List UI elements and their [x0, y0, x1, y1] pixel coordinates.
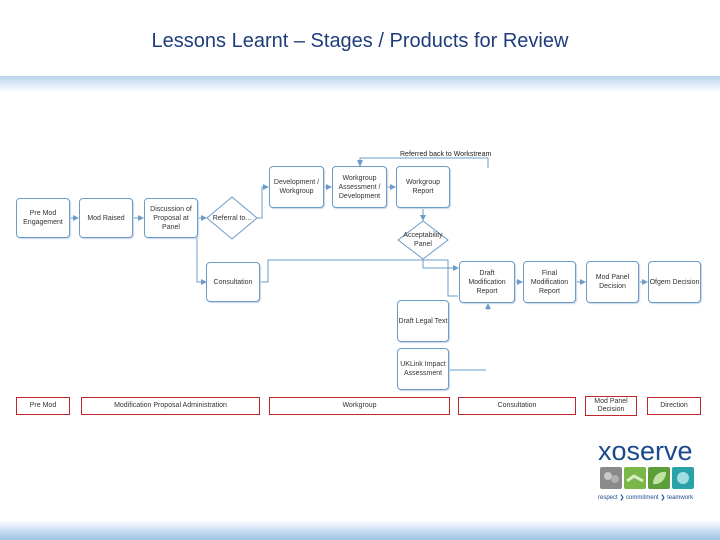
logo-tiles — [600, 467, 694, 489]
decision-referral-label: Referral to... — [212, 214, 252, 222]
svg-text:xoserve: xoserve — [598, 436, 693, 466]
tile-globe-icon — [672, 467, 694, 489]
node-ofgem-decision: Ofgem Decision — [648, 261, 701, 303]
logo-tagline: respect ❯ commitment ❯ teamwork — [598, 495, 694, 501]
tile-people-icon — [600, 467, 622, 489]
node-final-modification-report: Final Modification Report — [523, 261, 576, 303]
lane-workgroup: Workgroup — [269, 397, 450, 415]
footer-gradient-bar — [0, 520, 720, 540]
node-uklink-impact-assessment: UKLink Impact Assessment — [397, 348, 449, 390]
node-mod-raised: Mod Raised — [79, 198, 133, 238]
node-discussion-at-panel: Discussion of Proposal at Panel — [144, 198, 198, 238]
node-pre-mod-engagement: Pre Mod Engagement — [16, 198, 70, 238]
xoserve-wordmark: xoserve — [598, 436, 693, 466]
node-draft-modification-report: Draft Modification Report — [459, 261, 515, 303]
lane-mod-proposal-admin: Modification Proposal Administration — [81, 397, 260, 415]
connector — [196, 238, 207, 285]
lane-pre-mod: Pre Mod — [16, 397, 70, 415]
node-workgroup-assessment: Workgroup Assessment / Development — [332, 166, 387, 208]
connector — [260, 259, 458, 297]
xoserve-logo: xoserve — [598, 436, 704, 471]
page-title: Lessons Learnt – Stages / Products for R… — [151, 30, 569, 52]
lane-mod-panel-decision: Mod Panel Decision — [585, 396, 637, 416]
header-gradient-bar — [0, 76, 720, 92]
lane-consultation: Consultation — [458, 397, 576, 415]
connector — [256, 184, 269, 219]
tile-handshake-icon — [624, 467, 646, 489]
tile-leaf-icon — [648, 467, 670, 489]
lane-direction: Direction — [647, 397, 701, 415]
node-mod-panel-decision: Mod Panel Decision — [586, 261, 639, 303]
node-draft-legal-text: Draft Legal Text — [397, 300, 449, 342]
referred-back-note: Referred back to Workstream — [400, 151, 492, 158]
decision-referral — [206, 196, 258, 240]
node-workgroup-report: Workgroup Report — [396, 166, 450, 208]
arrow-head — [357, 160, 363, 167]
decision-acceptability-label: Acceptability Panel — [403, 232, 443, 248]
node-development-workgroup: Development / Workgroup — [269, 166, 324, 208]
arrow-head — [485, 303, 491, 309]
decision-acceptability-panel — [397, 220, 449, 260]
node-consultation: Consultation — [206, 262, 260, 302]
connector — [422, 258, 459, 271]
